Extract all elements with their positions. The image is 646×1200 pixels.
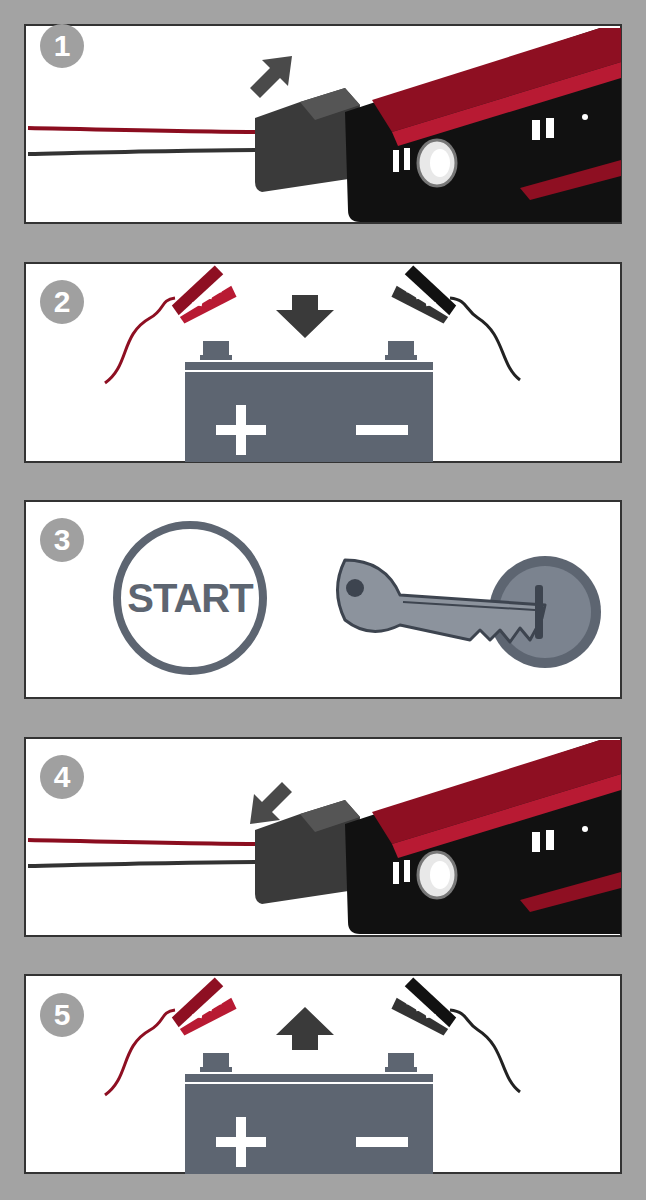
circle-shape (40, 24, 84, 68)
arrow-in (250, 56, 292, 98)
ignition-key (338, 560, 546, 642)
jump-starter-disconnect (28, 740, 621, 934)
clamps-attach (105, 264, 520, 462)
ignition-key (346, 579, 364, 597)
step-panel (25, 738, 621, 936)
step-number: 5 (54, 1000, 71, 1030)
jump-starter-disconnect (28, 740, 621, 934)
step-number: 3 (54, 525, 71, 555)
step-number-circle: 1 (40, 24, 84, 68)
jump-starter-connect (28, 28, 621, 222)
step-number: 1 (54, 31, 71, 61)
step-panel (25, 975, 621, 1173)
arrow-up (276, 1007, 334, 1050)
step-number-circle: 2 (40, 280, 84, 324)
arrow-out (250, 782, 292, 824)
clamps-remove (105, 976, 520, 1174)
circle-shape (40, 518, 84, 562)
arrow-down (276, 295, 334, 338)
circle-shape (117, 525, 263, 671)
step-number-circle: 4 (40, 755, 84, 799)
step-number: 4 (54, 762, 71, 792)
button-label: START (127, 578, 252, 618)
ignition-key (535, 585, 543, 639)
step-number-circle: 5 (40, 993, 84, 1037)
step-panel (25, 263, 621, 462)
ignition-key (403, 602, 535, 610)
ignition-key (338, 556, 602, 668)
step-panel (25, 25, 621, 1173)
step-number: 2 (54, 287, 71, 317)
jump-starter-connect (28, 28, 621, 222)
step-number-circle: 3 (40, 518, 84, 562)
step-panel (25, 501, 621, 698)
step-panel (25, 25, 621, 223)
circle-shape (40, 993, 84, 1037)
clamps-attach (105, 264, 520, 462)
start-button: START (112, 520, 268, 676)
clamps-remove (105, 976, 520, 1174)
circle-shape (40, 755, 84, 799)
circle-shape (40, 280, 84, 324)
